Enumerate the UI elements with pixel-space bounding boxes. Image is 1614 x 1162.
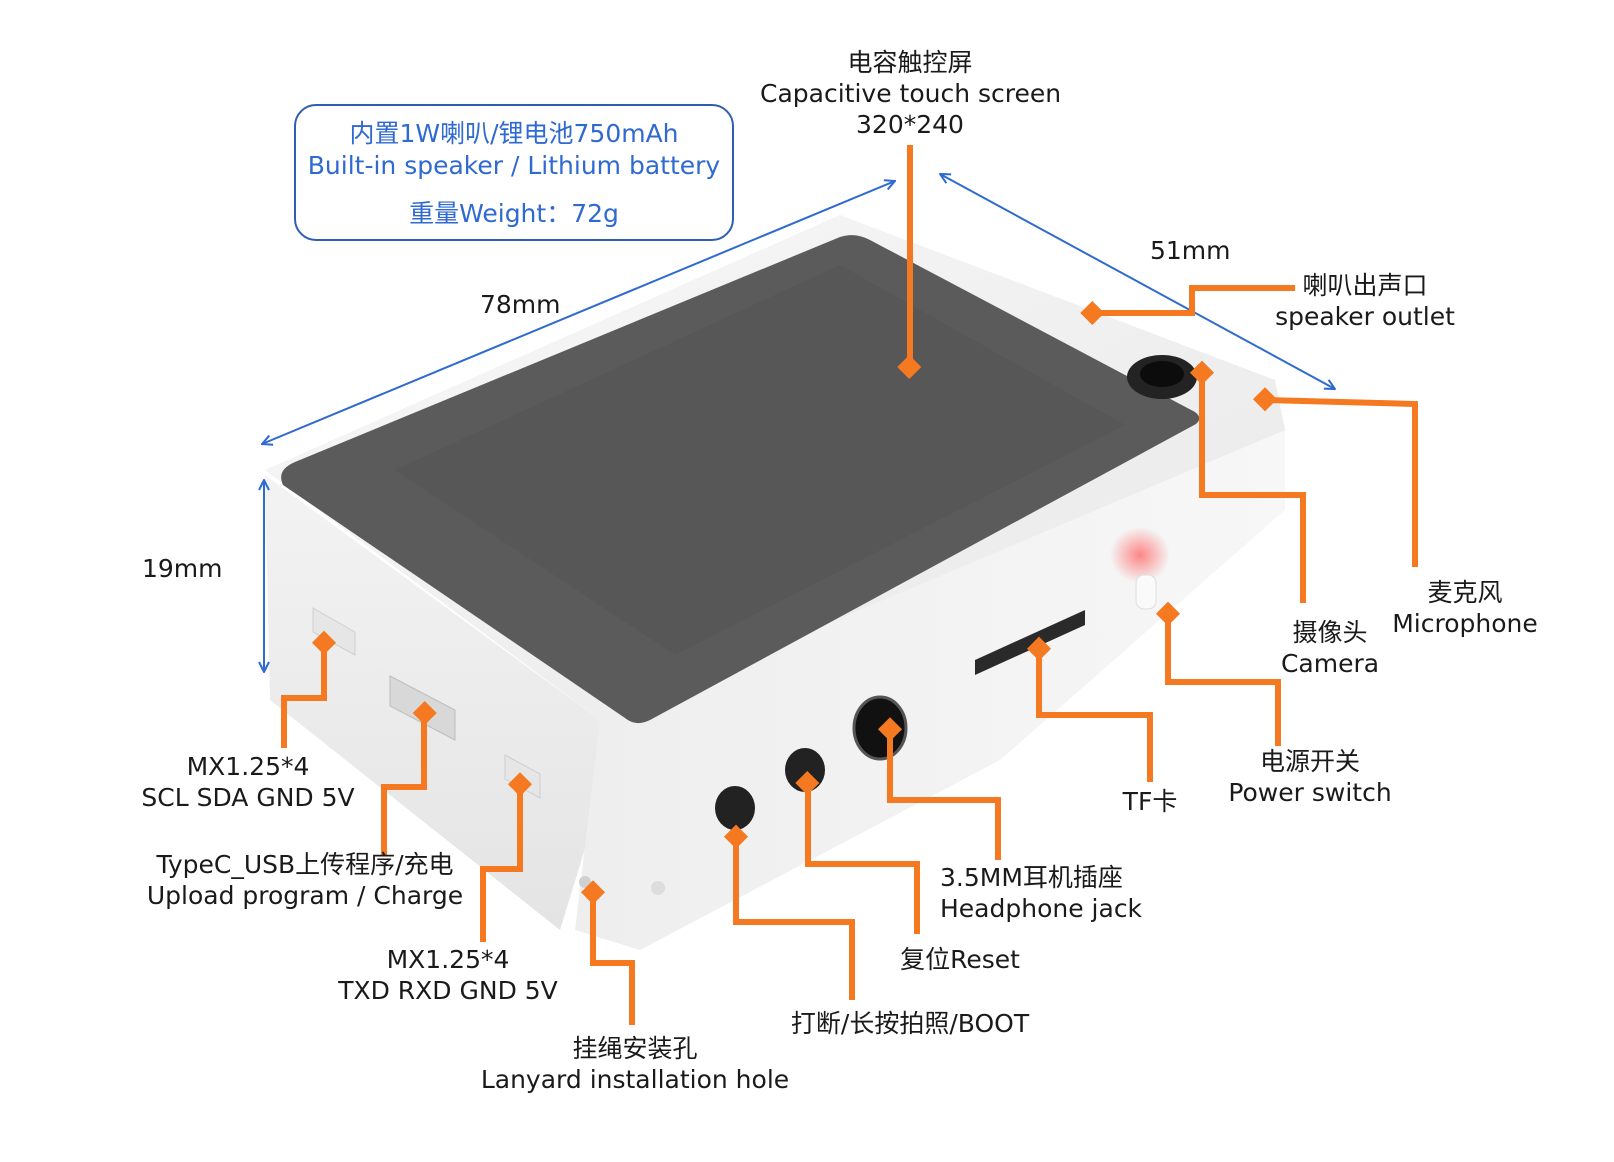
leader-reset [805, 783, 920, 934]
microphone-en: Microphone [1392, 609, 1538, 638]
callout-headphone-jack: 3.5MM耳机插座 Headphone jack [940, 862, 1160, 924]
power-switch-cn: 电源开关 [1259, 747, 1360, 776]
dimension-height-label: 19mm [142, 554, 223, 583]
callout-camera: 摄像头 Camera [1270, 617, 1390, 679]
leader-mx-i2c [281, 642, 327, 748]
front-face [575, 425, 1285, 950]
callout-mx-uart: MX1.25*4 TXD RXD GND 5V [333, 944, 563, 1006]
power-led-glow [1110, 527, 1170, 583]
callout-leaders [281, 145, 1418, 1025]
leader-boot [733, 836, 855, 1000]
boot-button [715, 786, 755, 830]
length-arrow [262, 181, 895, 444]
mx-i2c-line1: MX1.25*4 [186, 752, 310, 781]
touch-screen-en: Capacitive touch screen [760, 79, 1062, 108]
leader-mx-uart [480, 785, 523, 942]
callout-speaker-outlet: 喇叭出声口 speaker outlet [1265, 270, 1465, 332]
dimension-arrows [262, 174, 1335, 672]
tf-card-label: TF卡 [1122, 787, 1178, 816]
callout-mx-i2c: MX1.25*4 SCL SDA GND 5V [128, 751, 368, 813]
callout-typec: TypeC_USB上传程序/充电 Upload program / Charge [140, 849, 470, 911]
mx-i2c-port [312, 607, 356, 656]
callout-reset: 复位Reset [880, 944, 1040, 975]
boot-label: 打断/长按拍照/BOOT [790, 1009, 1030, 1038]
reset-label: 复位Reset [900, 945, 1020, 974]
dimension-width-label: 51mm [1150, 236, 1231, 265]
leader-headphone-jack [887, 730, 1001, 860]
headphone-jack-en: Headphone jack [940, 894, 1143, 923]
callout-lanyard-hole: 挂绳安装孔 Lanyard installation hole [480, 1033, 790, 1095]
camera-en: Camera [1280, 649, 1380, 678]
leader-tf-card [1036, 648, 1153, 782]
headphone-jack-cn: 3.5MM耳机插座 [940, 863, 1123, 892]
info-speaker-battery-en: Built-in speaker / Lithium battery [307, 151, 721, 180]
dimension-length-label: 78mm [480, 290, 561, 319]
leader-camera [1199, 372, 1306, 603]
leader-lanyard [590, 893, 635, 1025]
camera-cn: 摄像头 [1292, 618, 1368, 647]
typec-cn: TypeC_USB上传程序/充电 [156, 850, 454, 879]
leader-typec [381, 713, 427, 856]
power-switch [1135, 574, 1157, 610]
speaker-outlet-en: speaker outlet [1275, 302, 1455, 331]
tf-card-slot [975, 610, 1085, 675]
width-arrow [940, 174, 1335, 389]
callout-boot: 打断/长按拍照/BOOT [770, 1008, 1050, 1039]
callout-microphone: 麦克风 Microphone [1385, 577, 1545, 639]
touch-screen-cn: 电容触控屏 [847, 48, 973, 77]
lanyard-cn: 挂绳安装孔 [572, 1034, 698, 1063]
leader-power-switch [1165, 613, 1281, 746]
lanyard-en: Lanyard installation hole [480, 1065, 790, 1094]
touch-screen-spec: 320*240 [856, 110, 964, 139]
mx-uart-line2: TXD RXD GND 5V [338, 976, 558, 1005]
info-box: 内置1W喇叭/锂电池750mAh Built-in speaker / Lith… [294, 104, 734, 241]
info-weight: 重量Weight：72g [409, 199, 619, 228]
info-speaker-battery-cn: 内置1W喇叭/锂电池750mAh [349, 119, 679, 148]
microphone-cn: 麦克风 [1427, 578, 1503, 607]
typec-en: Upload program / Charge [146, 881, 464, 910]
leader-microphone [1264, 397, 1418, 567]
callout-touch-screen: 电容触控屏 Capacitive touch screen 320*240 [760, 47, 1062, 140]
callout-tf-card: TF卡 [1110, 786, 1190, 817]
speaker-outlet-cn: 喇叭出声口 [1302, 271, 1428, 300]
mx-uart-line1: MX1.25*4 [386, 945, 510, 974]
callout-power-switch: 电源开关 Power switch [1225, 746, 1395, 808]
power-switch-en: Power switch [1228, 778, 1392, 807]
leader-speaker-outlet [1093, 285, 1295, 316]
lanyard-hole [579, 876, 591, 888]
mx-i2c-line2: SCL SDA GND 5V [141, 783, 355, 812]
